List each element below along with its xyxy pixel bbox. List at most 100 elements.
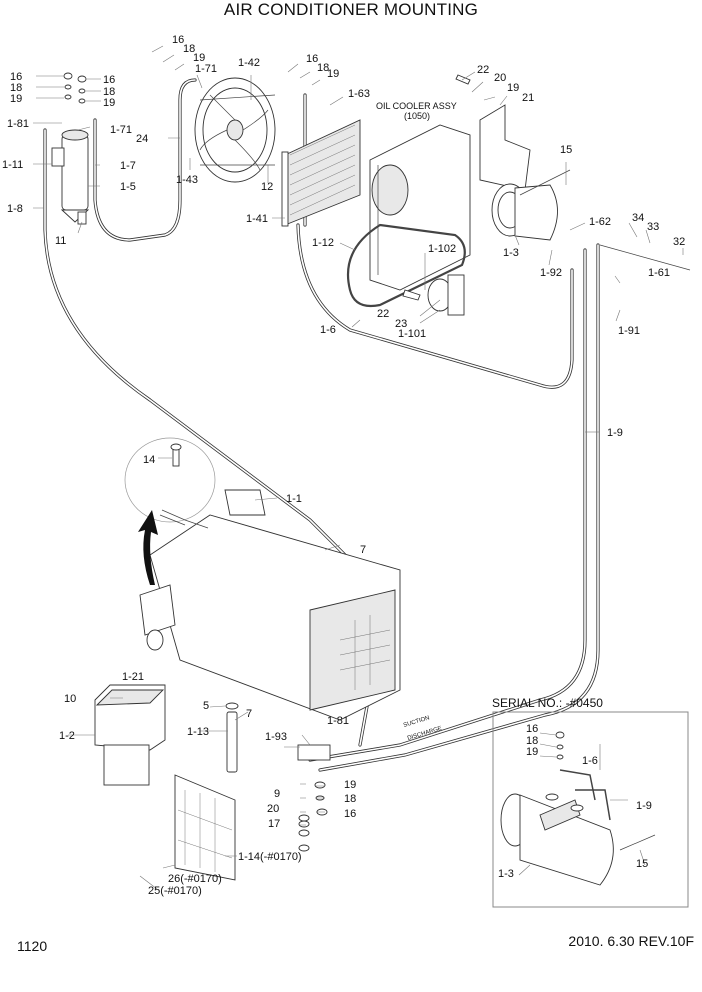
belt-tensioner — [402, 274, 465, 316]
part-label: 1-7 — [120, 160, 136, 172]
part-label: 16 — [306, 53, 318, 65]
part-label: 18 — [183, 43, 195, 55]
part-labels: 16 18 19 16 18 19 16 18 19 1-71 1-81 1-7… — [2, 34, 685, 897]
part-label: 18 — [317, 62, 329, 74]
compressor-bracket — [455, 74, 531, 191]
part-label: 1-9 — [607, 427, 623, 439]
oil-cooler-ref: (1050) — [404, 111, 430, 121]
part-label: 16 — [103, 74, 115, 86]
part-label: 16 — [344, 808, 356, 820]
part-label: 1-102 — [428, 243, 456, 255]
part-label: 18 — [10, 82, 22, 94]
part-label: 1-9 — [636, 800, 652, 812]
part-label: 34 — [632, 212, 644, 224]
part-label: 15 — [560, 144, 572, 156]
part-label: 16 — [526, 723, 538, 735]
part-label: 1-62 — [589, 216, 611, 228]
part-label: 11 — [55, 235, 66, 247]
part-label: 20 — [494, 72, 506, 84]
page-title: AIR CONDITIONER MOUNTING — [223, 0, 479, 19]
part-label: 10 — [64, 693, 76, 705]
part-label: 18 — [103, 86, 115, 98]
part-label: 1-3 — [503, 247, 519, 259]
part-label: 1-14(-#0170) — [238, 851, 302, 863]
oil-cooler-label: OIL COOLER ASSY — [376, 101, 457, 111]
part-label: 1-3 — [498, 868, 514, 880]
part-label: 1-6 — [582, 755, 598, 767]
part-label: 1-13 — [187, 726, 209, 738]
part-label: 23 — [395, 318, 407, 330]
part-label: 7 — [360, 544, 366, 556]
part-label: 1-81 — [327, 715, 349, 727]
part-label: 18 — [526, 735, 538, 747]
part-label: 1-71 — [195, 63, 217, 75]
suction-marking: SUCTION — [403, 715, 431, 729]
part-label: 1-92 — [540, 267, 562, 279]
part-label: 19 — [10, 93, 22, 105]
inset-compressor — [500, 731, 656, 886]
part-label: 17 — [268, 818, 280, 830]
hose-1-9 — [308, 243, 600, 772]
hose-1-7 — [93, 78, 197, 242]
part-label: 15 — [636, 858, 648, 870]
part-label: 9 — [274, 788, 280, 800]
part-label: 25(-#0170) — [148, 885, 202, 897]
part-label: 22 — [377, 308, 389, 320]
hvac-unit — [139, 489, 401, 721]
part-label: 14 — [143, 454, 155, 466]
part-label: 19 — [193, 52, 205, 64]
part-label: 12 — [261, 181, 273, 193]
part-label: 19 — [344, 779, 356, 791]
leader-lines — [33, 45, 684, 890]
revision-date: 2010. 6.30 REV.10F — [568, 933, 694, 949]
serial-number-label: SERIAL NO.: -#0450 — [492, 696, 603, 710]
serial-inset-box — [492, 711, 689, 908]
part-label: 1-43 — [176, 174, 198, 186]
control-panel — [94, 684, 166, 786]
part-label: 1-2 — [59, 730, 75, 742]
duct-tube — [225, 702, 239, 773]
part-label: 33 — [647, 221, 659, 233]
part-label: 1-93 — [265, 731, 287, 743]
rotation-arrow — [138, 510, 158, 585]
detail-circle — [124, 437, 216, 529]
part-label: 1-41 — [246, 213, 268, 225]
part-label: 1-61 — [648, 267, 670, 279]
drier-fittings — [63, 72, 87, 225]
condenser — [281, 119, 361, 227]
part-label: 19 — [103, 97, 115, 109]
page-number: 1120 — [17, 938, 48, 954]
hose-1-6 — [296, 223, 574, 389]
part-label: 5 — [203, 700, 209, 712]
pipe-block — [297, 744, 331, 852]
part-label: 1-101 — [398, 328, 426, 340]
part-label: 16 — [172, 34, 184, 46]
part-label: 1-91 — [618, 325, 640, 337]
part-label: 7 — [246, 708, 252, 720]
part-label: 19 — [507, 82, 519, 94]
part-label: 19 — [526, 746, 538, 758]
part-label: 32 — [673, 236, 685, 248]
part-label: 20 — [267, 803, 279, 815]
part-label: 1-63 — [348, 88, 370, 100]
part-label: 1-81 — [7, 118, 29, 130]
part-label: 26(-#0170) — [168, 873, 222, 885]
part-label: 1-8 — [7, 203, 23, 215]
part-label: 1-71 — [110, 124, 132, 136]
part-label: 21 — [522, 92, 534, 104]
receiver-drier — [51, 129, 90, 223]
part-label: 19 — [327, 68, 339, 80]
filter-cover — [174, 774, 236, 881]
oil-cooler — [369, 124, 471, 291]
drive-belt — [346, 223, 466, 308]
condenser-fan — [194, 77, 276, 183]
part-label: 24 — [136, 133, 148, 145]
part-label: 1-1 — [286, 493, 302, 505]
part-label: 1-11 — [2, 159, 23, 171]
part-label: 16 — [10, 71, 22, 83]
part-label: 22 — [477, 64, 489, 76]
part-label: 1-12 — [312, 237, 334, 249]
compressor — [491, 169, 691, 271]
part-label: 1-42 — [238, 57, 260, 69]
